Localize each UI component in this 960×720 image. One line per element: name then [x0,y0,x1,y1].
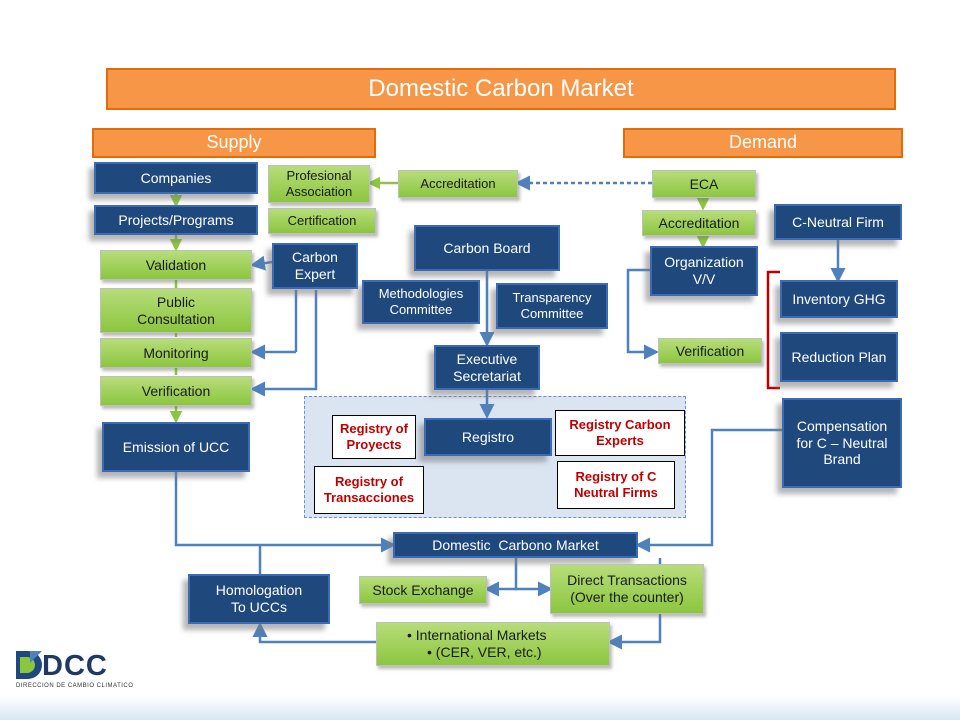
profesional-association-box: Profesional Association [268,165,370,203]
projects-label: Projects/Programs [118,211,234,228]
certification-label: Certification [287,213,357,229]
homologation-box: Homologation To UCCs [188,574,330,624]
validation-box: Validation [100,250,252,280]
monitoring-label: Monitoring [143,344,209,361]
supply-verification-box: Verification [100,376,252,406]
domestic-carbono-market-label: Domestic Carbono Market [432,536,599,553]
transparency-committee-box: Transparency Committee [496,283,608,329]
supply-header: Supply [92,128,376,158]
registry-carbon-experts-box: Registry Carbon Experts [555,410,685,456]
inventory-ghg-label: Inventory GHG [792,290,886,307]
emission-ucc-label: Emission of UCC [122,438,230,455]
homologation-label: Homologation To UCCs [215,582,303,615]
certification-box: Certification [268,208,376,234]
public-consultation-label: Public Consultation [137,293,215,327]
registro-box: Registro [424,418,552,456]
registry-neutral-firms-label: Registry of C Neutral Firms [574,469,658,500]
public-consultation-box: Public Consultation [100,288,252,333]
eca-box: ECA [652,170,756,198]
registro-label: Registro [461,428,515,445]
registry-carbon-experts-label: Registry Carbon Experts [569,417,671,448]
title-banner: Domestic Carbon Market [106,68,896,110]
registry-neutral-firms-box: Registry of C Neutral Firms [557,461,675,509]
carbon-board-box: Carbon Board [414,225,560,271]
logo-subtitle: DIRECCION DE CAMBIO CLIMATICO [16,683,134,689]
c-neutral-firm-box: C-Neutral Firm [774,204,902,240]
accreditation-demand-box: Accreditation [642,210,756,236]
reduction-plan-box: Reduction Plan [780,332,898,382]
stock-exchange-label: Stock Exchange [372,581,474,598]
compensation-box: Compensation for C – Neutral Brand [782,398,902,488]
accreditation-supply-box: Accreditation [398,170,518,198]
international-credits-label: (CER, VER, etc.) [435,644,542,660]
dcc-logo-icon [16,651,42,679]
demand-header-label: Demand [728,132,798,153]
registry-transacciones-box: Registry of Transacciones [314,466,424,514]
direct-transactions-label: Direct Transactions (Over the counter) [567,572,687,605]
executive-secretariat-label: Executive Secretariat [453,350,521,384]
supply-header-label: Supply [206,132,262,153]
carbon-board-label: Carbon Board [443,239,531,256]
methodologies-committee-box: Methodologies Committee [362,280,480,324]
registry-transacciones-label: Registry of Transacciones [323,474,415,505]
organization-vv-box: Organization V/V [650,246,758,296]
red-bracket [766,270,780,390]
registry-proyects-label: Registry of Proyects [340,421,408,452]
methodologies-committee-label: Methodologies Committee [378,286,464,317]
supply-verification-label: Verification [141,382,211,399]
page-title: Domestic Carbon Market [368,74,634,102]
domestic-carbono-market-box: Domestic Carbono Market [393,532,638,558]
carbon-expert-label: Carbon Expert [292,249,338,282]
companies-box: Companies [94,162,258,194]
eca-label: ECA [689,175,719,192]
companies-label: Companies [140,169,212,186]
profesional-association-label: Profesional Association [285,168,353,199]
international-markets-label: International Markets [415,627,547,644]
validation-label: Validation [145,256,207,273]
demand-verification-label: Verification [675,342,745,359]
registry-proyects-box: Registry of Proyects [332,415,416,459]
monitoring-box: Monitoring [100,338,252,368]
accreditation-demand-label: Accreditation [658,214,740,231]
international-credits-item: • (CER, VER, etc.) [427,644,542,660]
accreditation-supply-label: Accreditation [420,176,496,192]
carbon-expert-box: Carbon Expert [272,243,358,289]
footer-bar [0,696,960,720]
international-markets-box: • International Markets • (CER, VER, etc… [376,622,610,666]
stock-exchange-box: Stock Exchange [359,576,487,604]
projects-box: Projects/Programs [94,205,258,235]
executive-secretariat-box: Executive Secretariat [434,345,540,390]
inventory-ghg-box: Inventory GHG [780,280,898,318]
emission-ucc-box: Emission of UCC [102,422,250,472]
international-markets-item: • International Markets [407,627,547,644]
logo-text: DCC [42,650,108,682]
demand-verification-box: Verification [658,338,762,364]
demand-header: Demand [623,128,903,158]
transparency-committee-label: Transparency Committee [512,290,592,321]
c-neutral-firm-label: C-Neutral Firm [792,213,884,230]
reduction-plan-label: Reduction Plan [791,348,887,365]
compensation-label: Compensation for C – Neutral Brand [796,417,888,468]
direct-transactions-box: Direct Transactions (Over the counter) [550,564,704,614]
organization-vv-label: Organization V/V [664,254,744,287]
